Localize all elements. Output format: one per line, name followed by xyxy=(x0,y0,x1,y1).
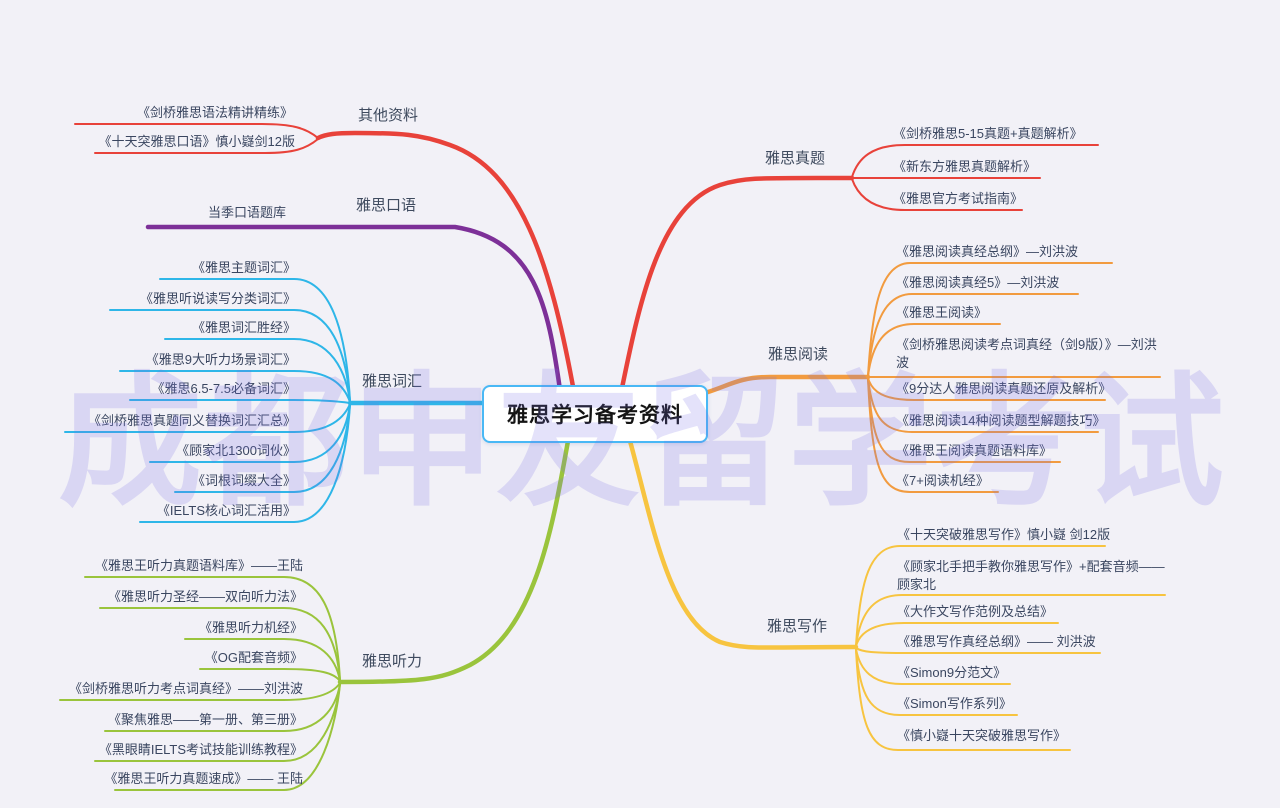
node-item[interactable]: 《IELTS核心词汇活用》 xyxy=(156,503,296,518)
node-item[interactable]: 《黑眼睛IELTS考试技能训练教程》 xyxy=(98,742,303,757)
branch-label-reading[interactable]: 雅思阅读 xyxy=(768,346,829,363)
node-item[interactable]: 《雅思听力圣经——双向听力法》 xyxy=(107,589,303,604)
node-item[interactable]: 《词根词缀大全》 xyxy=(191,473,296,488)
node-item[interactable]: 《雅思王听力真题速成》—— 王陆 xyxy=(104,771,303,786)
node-item[interactable]: 《OG配套音频》 xyxy=(204,650,303,665)
node-item[interactable]: 《顾家北手把手教你雅思写作》+配套音频——顾家北 xyxy=(897,559,1165,592)
branch-writing-lines xyxy=(627,438,1166,751)
node-item[interactable]: 《雅思王阅读真题语料库》 xyxy=(896,443,1053,458)
node-item[interactable]: 《雅思王听力真题语料库》——王陆 xyxy=(94,558,303,573)
branch-label-tests[interactable]: 雅思真题 xyxy=(765,150,826,167)
node-item[interactable]: 《雅思听说读写分类词汇》 xyxy=(139,291,296,306)
branch-label-speaking[interactable]: 雅思口语 xyxy=(356,197,417,214)
branch-label-listening[interactable]: 雅思听力 xyxy=(362,653,423,670)
branch-speaking-lines xyxy=(145,224,563,393)
branch-listening-lines xyxy=(59,438,571,791)
node-item[interactable]: 《顾家北1300词伙》 xyxy=(176,443,296,458)
node-item[interactable]: 《雅思主题词汇》 xyxy=(191,260,296,275)
node-item[interactable]: 《7+阅读机经》 xyxy=(896,473,989,488)
node-item[interactable]: 《雅思阅读真经5》—刘洪波 xyxy=(896,275,1060,290)
node-item[interactable]: 《剑桥雅思听力考点词真经》——刘洪波 xyxy=(68,681,303,696)
node-item[interactable]: 《雅思王阅读》 xyxy=(896,305,988,320)
node-item[interactable]: 《雅思官方考试指南》 xyxy=(893,191,1024,206)
node-item[interactable]: 《十天突破雅思写作》慎小嶷 剑12版 xyxy=(897,527,1111,542)
node-item[interactable]: 《剑桥雅思真题同义替换词汇汇总》 xyxy=(87,413,296,428)
central-topic[interactable]: 雅思学习备考资料 xyxy=(482,385,708,443)
node-item[interactable]: 《十天突雅思口语》慎小嶷剑12版 xyxy=(98,134,295,149)
branch-reading-lines xyxy=(705,262,1161,493)
node-item[interactable]: 《大作文写作范例及总结》 xyxy=(897,604,1054,619)
branch-label-other[interactable]: 其他资料 xyxy=(358,107,419,124)
node-item[interactable]: 《9分达人雅思阅读真题还原及解析》 xyxy=(896,381,1112,396)
node-item[interactable]: 《剑桥雅思语法精讲精练》 xyxy=(136,105,293,120)
node-item[interactable]: 《雅思6.5-7.5必备词汇》 xyxy=(151,381,296,396)
node-item[interactable]: 《剑桥雅思5-15真题+真题解析》 xyxy=(893,126,1083,141)
node-item[interactable]: 《雅思写作真经总纲》—— 刘洪波 xyxy=(897,634,1096,649)
branch-tests-lines xyxy=(619,144,1099,391)
node-item[interactable]: 《新东方雅思真题解析》 xyxy=(893,159,1037,174)
node-item[interactable]: 《Simon9分范文》 xyxy=(897,665,1007,680)
node-item[interactable]: 《雅思阅读14种阅读题型解题技巧》 xyxy=(896,413,1106,428)
node-item[interactable]: 当季口语题库 xyxy=(208,205,287,220)
node-item[interactable]: 《雅思9大听力场景词汇》 xyxy=(145,352,296,367)
node-item[interactable]: 《慎小嶷十天突破雅思写作》 xyxy=(897,728,1067,743)
branch-other-lines xyxy=(74,123,577,395)
node-item[interactable]: 《雅思词汇胜经》 xyxy=(191,320,296,335)
node-item[interactable]: 《雅思阅读真经总纲》—刘洪波 xyxy=(896,244,1079,259)
node-item[interactable]: 《聚焦雅思——第一册、第三册》 xyxy=(107,712,303,727)
branch-vocab-lines xyxy=(64,278,485,523)
branch-label-vocab[interactable]: 雅思词汇 xyxy=(362,373,423,390)
node-item[interactable]: 《剑桥雅思阅读考点词真经（剑9版）》—刘洪波 xyxy=(896,337,1157,370)
branch-label-writing[interactable]: 雅思写作 xyxy=(767,618,828,635)
node-item[interactable]: 《雅思听力机经》 xyxy=(198,620,303,635)
node-item[interactable]: 《Simon写作系列》 xyxy=(897,696,1012,711)
